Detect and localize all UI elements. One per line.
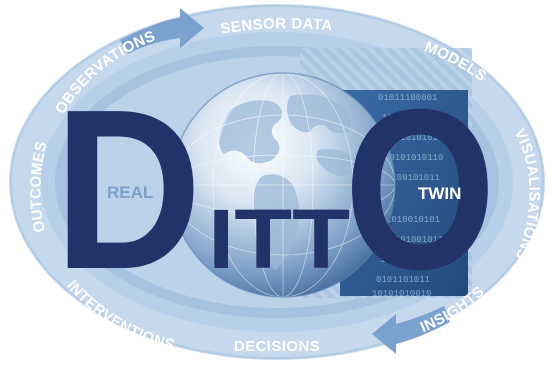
binary-row: 1010010101 <box>386 215 440 225</box>
binary-row: 1010101010 <box>382 113 436 123</box>
label-outcomes: OUTCOMES <box>27 139 50 233</box>
binary-row: 0101101011 <box>376 275 430 285</box>
binary-row: 0101010101 <box>384 133 438 143</box>
label-sensor-data: SENSOR DATA <box>219 15 333 37</box>
binary-code: 01011100001 1010101010 0101010101 101010… <box>372 93 443 299</box>
binary-row: 10101010110 <box>384 153 443 163</box>
binary-row: 01101001011 <box>384 235 443 245</box>
real-label: REAL <box>107 183 153 202</box>
letter-d: D <box>54 63 202 317</box>
binary-row: 01011100001 <box>378 93 437 103</box>
binary-row: 10101010010 <box>372 289 431 299</box>
binary-row: 0100101011 <box>386 173 440 183</box>
binary-row: 1010100101 <box>380 255 434 265</box>
globe-icon <box>170 72 396 298</box>
label-decisions: DECISIONS <box>234 338 320 355</box>
twin-label: TWIN <box>418 184 461 203</box>
letter-o: O <box>344 63 496 317</box>
cycle-arrow-icon <box>120 8 450 354</box>
letters-itt: ITT <box>208 192 350 286</box>
wordmark: D ITT O <box>54 63 496 317</box>
